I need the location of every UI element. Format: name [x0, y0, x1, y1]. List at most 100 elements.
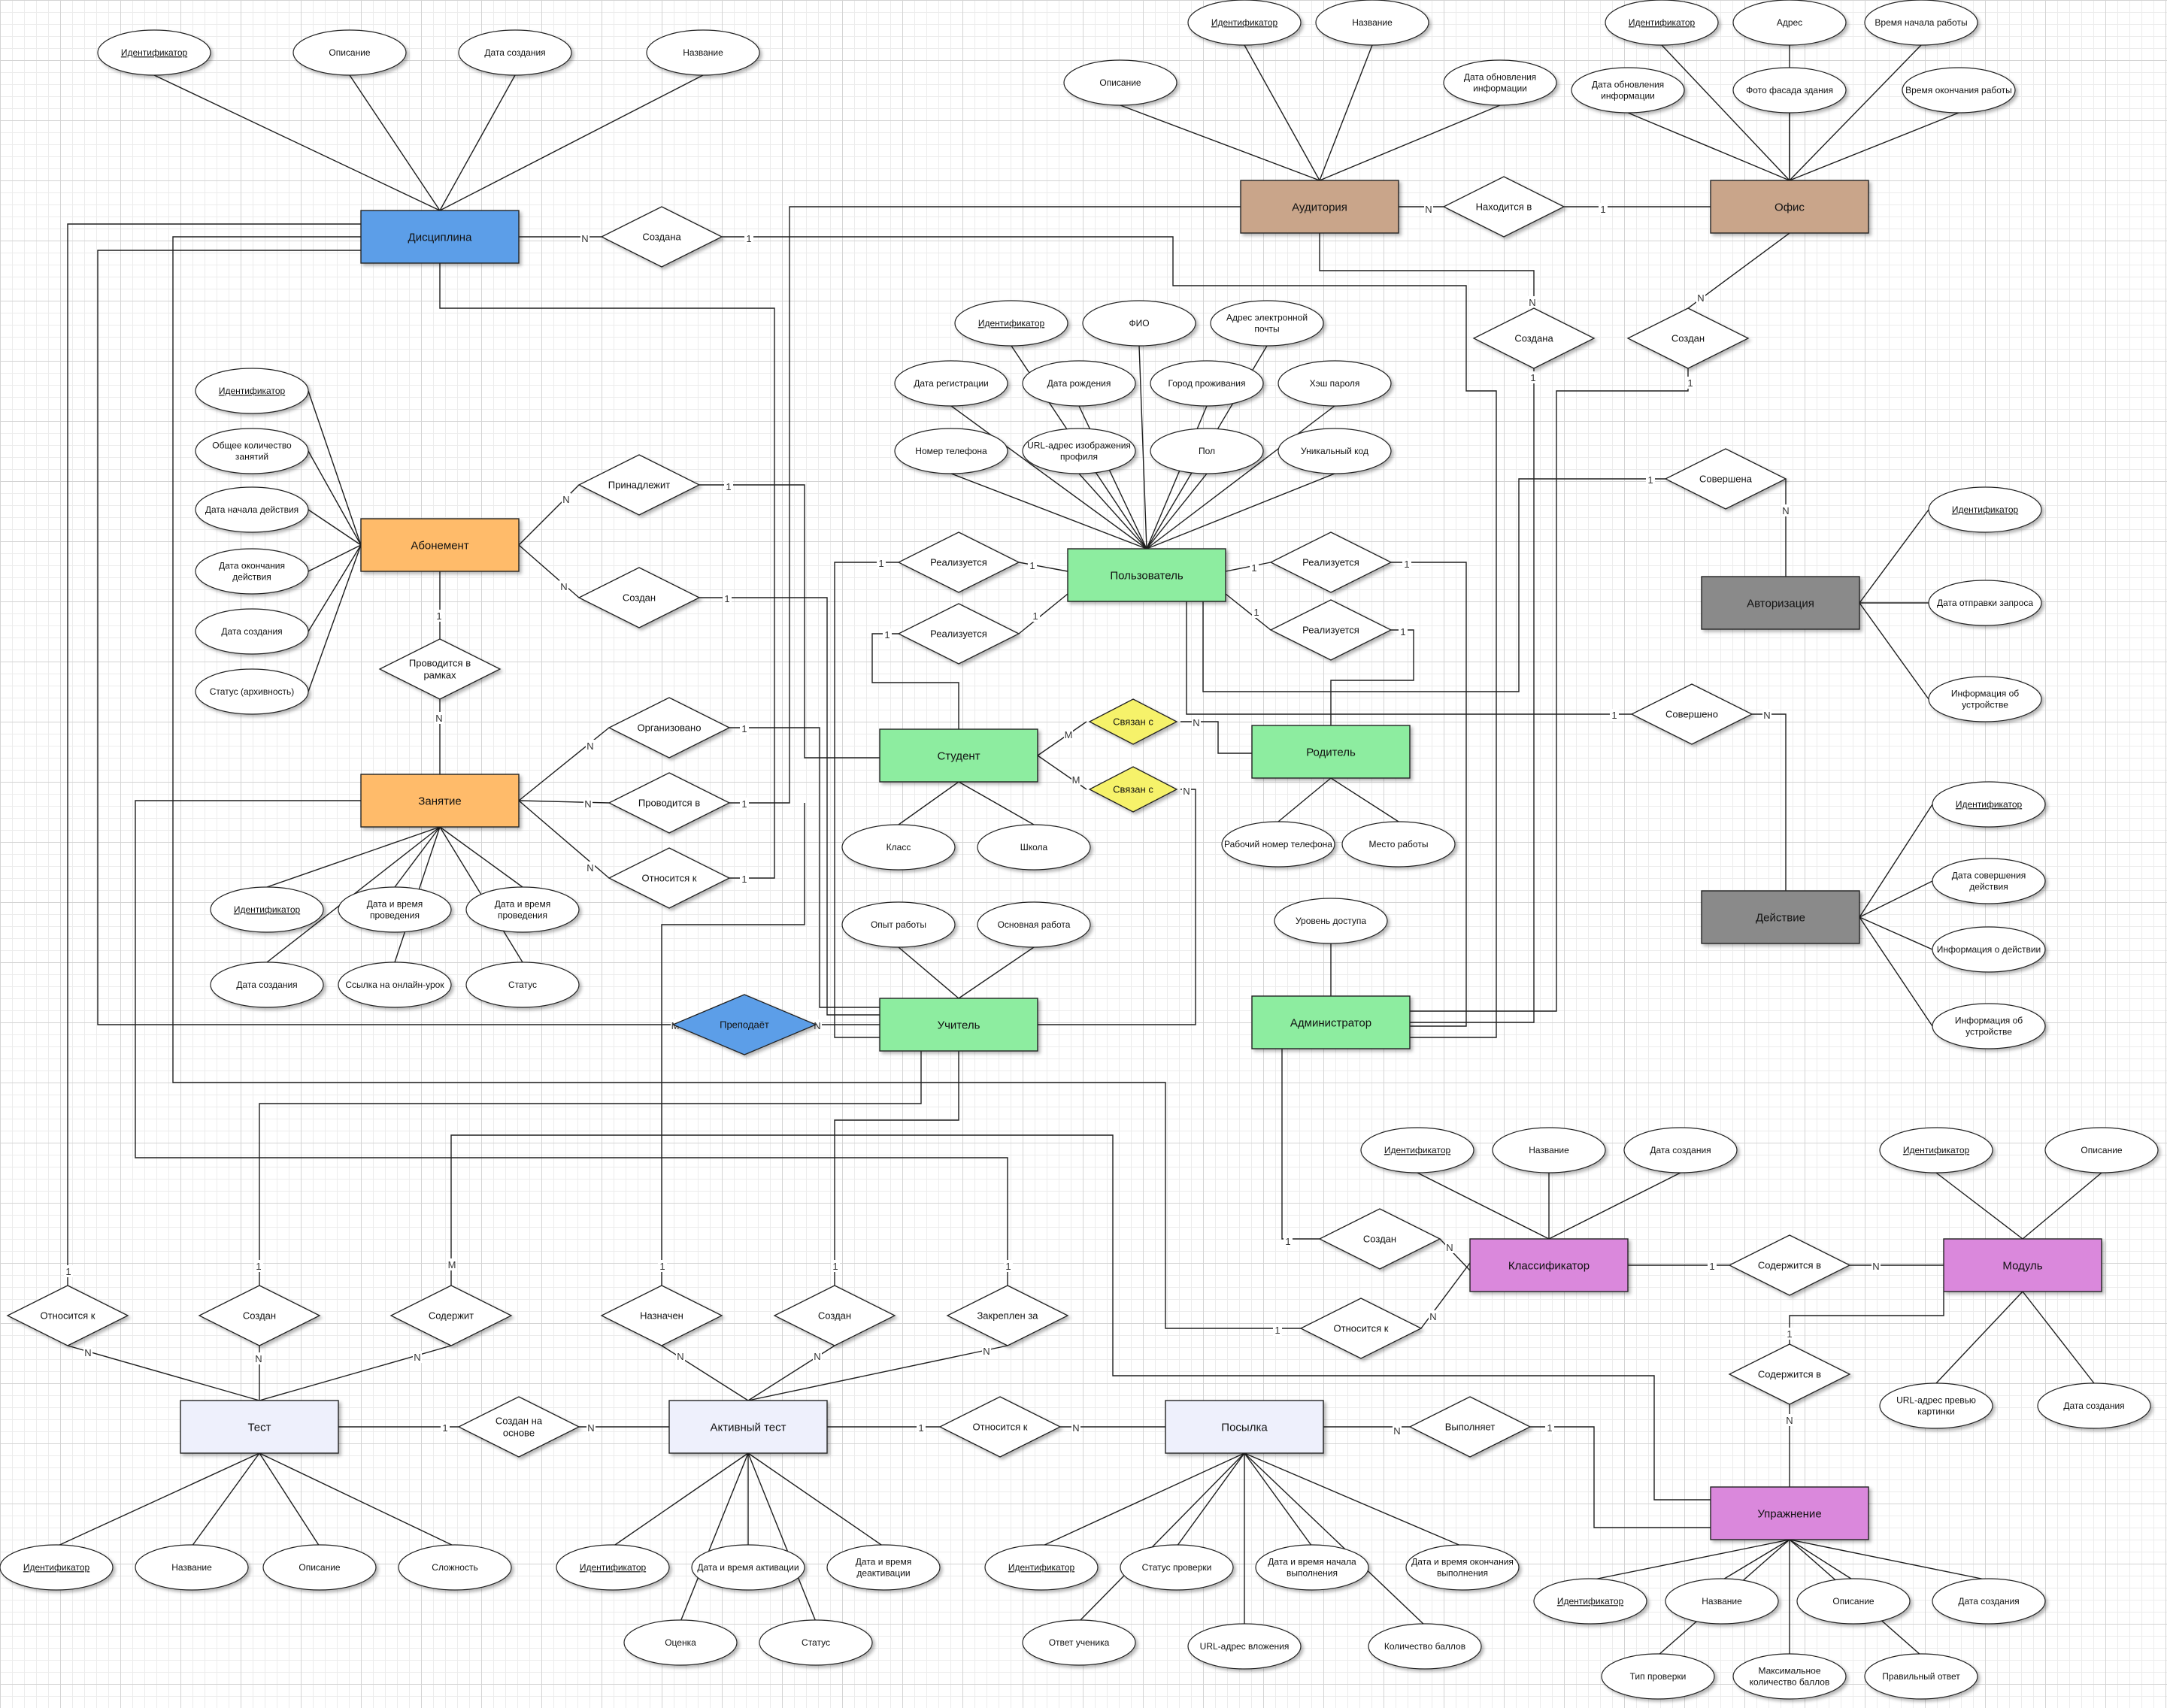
attribute-ellipse[interactable] — [826, 1544, 941, 1591]
attribute-ellipse[interactable] — [195, 368, 309, 414]
relationship-diamond[interactable] — [6, 1285, 129, 1346]
entity-box[interactable] — [180, 1400, 339, 1454]
attribute-ellipse[interactable] — [556, 1544, 670, 1591]
entity-box[interactable] — [1240, 180, 1399, 234]
attribute-ellipse[interactable] — [1277, 428, 1392, 474]
attribute-a-akt-id[interactable]: Идентификатор — [556, 1544, 670, 1591]
relationship-diamond[interactable] — [608, 772, 731, 834]
attribute-ellipse[interactable] — [2044, 1127, 2159, 1173]
attribute-a-adm-level[interactable]: Уровень доступа — [1274, 898, 1388, 944]
attribute-ellipse[interactable] — [1187, 1623, 1302, 1670]
relationship-r-zakreplen[interactable]: Закреплен за — [946, 1285, 1069, 1346]
relationship-r-sozdan-tes[interactable]: Создан — [198, 1285, 321, 1346]
relationship-r-sozdana-dis[interactable]: Создана — [600, 206, 723, 268]
entity-box[interactable] — [1710, 1486, 1869, 1540]
attribute-ellipse[interactable] — [195, 486, 309, 533]
attribute-a-mod-id[interactable]: Идентификатор — [1879, 1127, 1993, 1173]
attribute-a-dis-id[interactable]: Идентификатор — [97, 29, 211, 76]
relationship-r-otnositsya-zan[interactable]: Относится к — [608, 847, 731, 909]
attribute-ellipse[interactable] — [1341, 821, 1456, 868]
attribute-ellipse[interactable] — [338, 886, 452, 933]
entity-aud[interactable]: Аудитория — [1240, 180, 1399, 234]
attribute-a-kla-date[interactable]: Дата создания — [1623, 1127, 1738, 1173]
attribute-a-stu-school[interactable]: Школа — [977, 824, 1091, 871]
relationship-diamond[interactable] — [897, 603, 1020, 665]
entity-zan[interactable]: Занятие — [360, 774, 520, 828]
attribute-ellipse[interactable] — [1932, 1578, 2046, 1625]
attribute-ellipse[interactable] — [977, 901, 1091, 948]
relationship-diamond[interactable] — [600, 1285, 723, 1346]
relationship-r-naznachen[interactable]: Назначен — [600, 1285, 723, 1346]
attribute-ellipse[interactable] — [1277, 360, 1392, 407]
attribute-a-aud-id[interactable]: Идентификатор — [1187, 0, 1302, 46]
attribute-ellipse[interactable] — [1864, 0, 1978, 46]
relationship-diamond[interactable] — [897, 531, 1020, 593]
attribute-ellipse[interactable] — [135, 1544, 249, 1591]
attribute-ellipse[interactable] — [623, 1619, 738, 1666]
attribute-ellipse[interactable] — [1902, 67, 2016, 114]
attribute-a-off-end[interactable]: Время окончания работы — [1902, 67, 2016, 114]
attribute-ellipse[interactable] — [1405, 1544, 1520, 1591]
relationship-r-sovershena[interactable]: Совершена — [1664, 448, 1787, 510]
attribute-a-dei-info[interactable]: Информация о действии — [1932, 926, 2046, 973]
entity-box[interactable] — [1165, 1400, 1324, 1454]
attribute-a-dis-name[interactable]: Название — [646, 29, 760, 76]
relationship-diamond[interactable] — [577, 454, 701, 516]
relationship-diamond[interactable] — [577, 567, 701, 628]
relationship-r-realizuetsya-3[interactable]: Реализуется — [1269, 531, 1393, 593]
attribute-ellipse[interactable] — [195, 608, 309, 655]
attribute-ellipse[interactable] — [458, 29, 572, 76]
attribute-a-pol-id[interactable]: Идентификатор — [954, 300, 1068, 347]
entity-box[interactable] — [1701, 576, 1860, 630]
attribute-a-pol-sex[interactable]: Пол — [1150, 428, 1264, 474]
entity-akt[interactable]: Активный тест — [668, 1400, 828, 1454]
attribute-a-tes-diff[interactable]: Сложность — [398, 1544, 512, 1591]
attribute-a-mod-desc[interactable]: Описание — [2044, 1127, 2159, 1173]
relationship-r-soversheno[interactable]: Совершено — [1630, 683, 1753, 745]
attribute-ellipse[interactable] — [1187, 0, 1302, 46]
attribute-ellipse[interactable] — [1492, 1127, 1606, 1173]
attribute-a-kla-name[interactable]: Название — [1492, 1127, 1606, 1173]
attribute-a-upr-id[interactable]: Идентификатор — [1533, 1578, 1647, 1625]
attribute-ellipse[interactable] — [1221, 821, 1335, 868]
relationship-diamond[interactable] — [378, 638, 502, 700]
attribute-ellipse[interactable] — [841, 901, 956, 948]
attribute-a-abn-status[interactable]: Статус (архивность) — [195, 668, 309, 715]
relationship-diamond[interactable] — [1299, 1298, 1423, 1359]
attribute-a-abn-start[interactable]: Дата начала действия — [195, 486, 309, 533]
attribute-ellipse[interactable] — [465, 962, 580, 1008]
relationship-r-sozdan-abn[interactable]: Создан — [577, 567, 701, 628]
attribute-a-dis-desc[interactable]: Описание — [292, 29, 407, 76]
attribute-a-abn-id[interactable]: Идентификатор — [195, 368, 309, 414]
attribute-ellipse[interactable] — [262, 1544, 377, 1591]
attribute-a-pos-check[interactable]: Статус проверки — [1120, 1544, 1234, 1591]
entity-tes[interactable]: Тест — [180, 1400, 339, 1454]
attribute-ellipse[interactable] — [195, 668, 309, 715]
attribute-ellipse[interactable] — [1150, 428, 1264, 474]
attribute-a-pol-code[interactable]: Уникальный код — [1277, 428, 1392, 474]
attribute-ellipse[interactable] — [1928, 486, 2042, 533]
relationship-r-svyazan-2[interactable]: Связан с — [1088, 766, 1178, 813]
attribute-a-pos-score[interactable]: Количество баллов — [1368, 1623, 1482, 1670]
relationship-diamond[interactable] — [946, 1285, 1069, 1346]
attribute-a-aud-name[interactable]: Название — [1315, 0, 1429, 46]
relationship-diamond[interactable] — [671, 994, 817, 1055]
attribute-ellipse[interactable] — [1368, 1623, 1482, 1670]
attribute-a-upr-desc[interactable]: Описание — [1796, 1578, 1911, 1625]
attribute-a-upr-date[interactable]: Дата создания — [1932, 1578, 2046, 1625]
attribute-ellipse[interactable] — [195, 548, 309, 595]
attribute-ellipse[interactable] — [1601, 1653, 1715, 1700]
attribute-ellipse[interactable] — [1796, 1578, 1911, 1625]
relationship-r-otnositsya-tes[interactable]: Относится к — [6, 1285, 129, 1346]
attribute-a-upr-name[interactable]: Название — [1665, 1578, 1779, 1625]
attribute-a-zan-link[interactable]: Ссылка на онлайн-урок — [338, 962, 452, 1008]
relationship-r-realizuetsya-2[interactable]: Реализуется — [897, 603, 1020, 665]
attribute-a-dei-id[interactable]: Идентификатор — [1932, 781, 2046, 828]
entity-box[interactable] — [1701, 890, 1860, 944]
attribute-a-pol-reg[interactable]: Дата регистрации — [894, 360, 1008, 407]
